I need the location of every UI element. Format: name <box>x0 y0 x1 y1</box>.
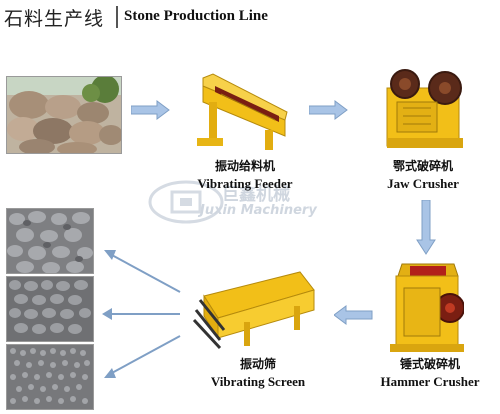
vibrating-feeder-en: Vibrating Feeder <box>197 176 293 191</box>
vibrating-screen-label: 振动筛 Vibrating Screen <box>198 356 318 390</box>
arrow-right-1 <box>131 100 170 120</box>
gravel-photo-fine <box>6 344 94 410</box>
watermark-cn: 巨鑫机械 <box>222 185 290 205</box>
hammer-crusher-cn: 锤式破碎机 <box>399 357 460 371</box>
arrow-head-bottom <box>104 368 116 378</box>
raw-stone-photo <box>6 76 122 154</box>
gravel-photo-coarse <box>6 208 94 274</box>
arrows-to-products <box>102 250 181 378</box>
title-english: Stone Production Line <box>124 8 268 24</box>
title-chinese: 石料生产线 <box>4 8 105 30</box>
arrow-right-2 <box>309 100 348 120</box>
arrow-head-top <box>104 250 116 260</box>
vibrating-feeder-image <box>197 73 288 150</box>
title-divider <box>116 6 118 28</box>
hammer-crusher-image <box>390 263 464 352</box>
hammer-crusher-label: 锤式破碎机 Hammer Crusher <box>370 356 490 390</box>
watermark-logo <box>148 180 224 224</box>
arrow-head-middle <box>102 308 112 320</box>
jaw-crusher-label: 鄂式破碎机 Jaw Crusher <box>368 158 478 192</box>
arrow-down <box>416 200 436 255</box>
hammer-crusher-en: Hammer Crusher <box>380 374 480 389</box>
vibrating-screen-en: Vibrating Screen <box>210 374 306 389</box>
gravel-photo-medium <box>6 276 94 342</box>
jaw-crusher-image <box>386 69 463 148</box>
watermark-en: Juxin Machinery <box>200 203 317 218</box>
arrow-left <box>334 305 373 325</box>
vibrating-screen-cn: 振动筛 <box>239 357 276 371</box>
vibrating-screen-image <box>192 271 315 350</box>
vibrating-feeder-label: 振动给料机 Vibrating Feeder <box>190 158 300 192</box>
vibrating-feeder-cn: 振动给料机 <box>214 159 275 173</box>
jaw-crusher-cn: 鄂式破碎机 <box>392 159 453 173</box>
jaw-crusher-en: Jaw Crusher <box>387 176 459 191</box>
